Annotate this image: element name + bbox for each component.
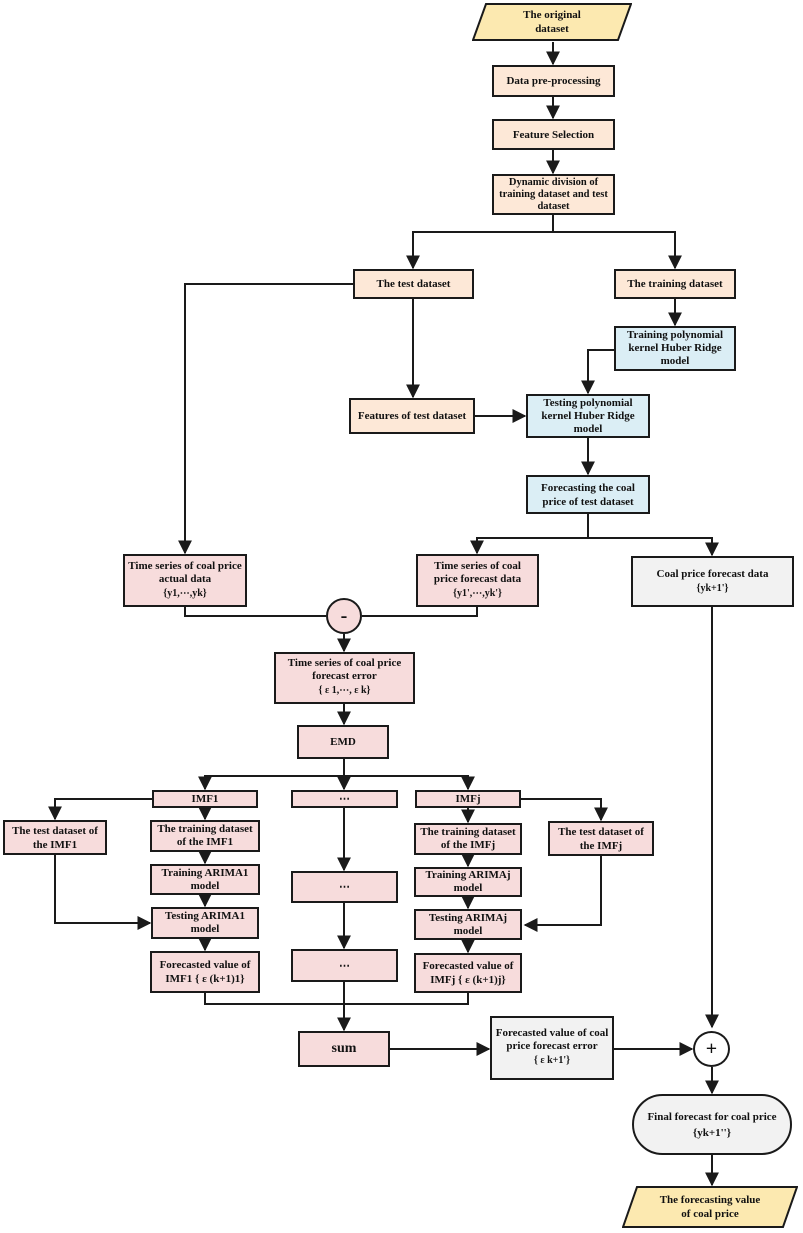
final-forecast-node: Final forecast for coal price {yk+1''} <box>632 1094 792 1155</box>
forecasting-value-node: The forecasting value of coal price <box>622 1186 798 1228</box>
dots-low-node: ⋯ <box>291 949 398 982</box>
edge-forecast1-merge <box>204 993 344 1005</box>
imfj-node: IMFj <box>415 790 521 808</box>
ts-error-node: Time series of coal price forecast error… <box>274 652 415 704</box>
features-test-label: Features of test dataset <box>357 410 467 422</box>
dynamic-division-node: Dynamic division of training dataset and… <box>492 174 615 215</box>
forecasting-coal-node: Forecasting the coal price of test datas… <box>526 475 650 514</box>
imf1-label: IMF1 <box>191 793 219 805</box>
emd-node: EMD <box>297 725 389 759</box>
training-model-label: Training polynomial kernel Huber Ridge m… <box>626 329 724 367</box>
edge-imf1-to-test1 <box>48 798 152 821</box>
forecasted-imf1-label: Forecasted value of IMF1 { ε (k+1)1} <box>159 959 251 985</box>
minus-junction: - <box>326 598 362 634</box>
feature-selection-node: Feature Selection <box>492 119 615 150</box>
data-preprocessing-label: Data pre-processing <box>506 75 601 87</box>
testing-arimaj-label: Testing ARIMAj model <box>428 911 508 937</box>
edge-imfj-to-testj <box>521 798 608 822</box>
final-forecast-label: Final forecast for coal price <box>647 1110 777 1123</box>
edge-split-to-training <box>553 231 682 270</box>
test-imfj-label: The test dataset of the IMFj <box>558 825 644 852</box>
ts-forecast-node: Time series of coal price forecast data … <box>416 554 539 607</box>
training-arima1-node: Training ARIMA1 model <box>150 864 260 895</box>
original-dataset-node: The original dataset <box>472 3 632 41</box>
sum-label: sum <box>331 1041 357 1056</box>
training-model-node: Training polynomial kernel Huber Ridge m… <box>614 326 736 371</box>
edge-split-to-coaldata <box>588 537 719 557</box>
imfj-label: IMFj <box>455 793 481 805</box>
minus-symbol: - <box>340 605 348 627</box>
forecasting-coal-label: Forecasting the coal price of test datas… <box>541 481 635 508</box>
ts-forecast-label: Time series of coal price forecast data <box>433 559 522 585</box>
dots-top-node: ⋯ <box>291 790 398 808</box>
plus-symbol: + <box>705 1038 718 1060</box>
training-dataset-node: The training dataset <box>614 269 736 299</box>
training-dataset-label: The training dataset <box>627 278 723 290</box>
emd-label: EMD <box>330 736 356 748</box>
imf1-node: IMF1 <box>152 790 258 808</box>
test-dataset-label: The test dataset <box>376 278 451 290</box>
edge-split-to-imfj <box>344 775 475 791</box>
testing-arima1-label: Testing ARIMA1 model <box>165 910 245 935</box>
forecasted-error-node: Forecasted value of coal price forecast … <box>490 1016 614 1080</box>
forecasted-error-sub: { ε k+1'} <box>533 1055 571 1066</box>
edge-split-to-tsforecast <box>470 537 588 555</box>
edge-forecast-to-minus <box>362 607 478 617</box>
edge-test-to-actual <box>178 283 353 555</box>
dots-low-label: ⋯ <box>339 959 350 972</box>
train-imf1-node: The training dataset of the IMF1 <box>150 820 260 852</box>
dots-mid-node: ⋯ <box>291 871 398 903</box>
train-imf1-label: The training dataset of the IMF1 <box>157 823 253 848</box>
forecasting-value-label: The forecasting value of coal price <box>659 1194 761 1220</box>
training-arimaj-label: Training ARIMAj model <box>425 869 511 894</box>
dots-mid-label: ⋯ <box>339 881 350 893</box>
edge-split-to-imf1 <box>198 775 344 791</box>
train-imfj-label: The training dataset of the IMFj <box>420 826 516 851</box>
original-dataset-label: The original dataset <box>523 9 581 35</box>
plus-junction: + <box>693 1031 730 1067</box>
forecasted-error-label: Forecasted value of coal price forecast … <box>495 1027 609 1052</box>
ts-actual-sub: {y1,⋯,yk} <box>163 587 207 599</box>
testing-model-node: Testing polynomial kernel Huber Ridge mo… <box>526 394 650 438</box>
training-arimaj-node: Training ARIMAj model <box>414 867 522 897</box>
data-preprocessing-node: Data pre-processing <box>492 65 615 97</box>
sum-node: sum <box>298 1031 390 1067</box>
ts-actual-node: Time series of coal price actual data {y… <box>123 554 247 607</box>
testing-model-label: Testing polynomial kernel Huber Ridge mo… <box>541 396 635 435</box>
test-imfj-node: The test dataset of the IMFj <box>548 821 654 856</box>
test-imf1-label: The test dataset of the IMF1 <box>12 824 98 851</box>
final-forecast-sub: {yk+1''} <box>692 1126 732 1139</box>
training-arima1-label: Training ARIMA1 model <box>161 866 249 892</box>
train-imfj-node: The training dataset of the IMFj <box>414 823 522 855</box>
forecasting-value-shape <box>622 1186 798 1228</box>
edge-trainmodel-to-testmodel <box>581 349 614 395</box>
edge-split-to-test <box>406 231 553 270</box>
feature-selection-label: Feature Selection <box>512 128 595 141</box>
ts-forecast-sub: {y1',⋯,yk'} <box>453 587 502 599</box>
forecasted-imfj-label: Forecasted value of IMFj { ε (k+1)j} <box>422 960 514 986</box>
coal-forecast-data-node: Coal price forecast data {yk+1'} <box>631 556 794 607</box>
edge-test1-to-test-arima1 <box>54 855 152 930</box>
ts-error-label: Time series of coal price forecast error <box>287 657 402 682</box>
dynamic-division-label: Dynamic division of training dataset and… <box>499 176 608 212</box>
test-imf1-node: The test dataset of the IMF1 <box>3 820 107 855</box>
testing-arimaj-node: Testing ARIMAj model <box>414 909 522 940</box>
original-dataset-shape <box>472 3 632 41</box>
ts-error-sub: { ε 1,⋯, ε k} <box>318 685 371 696</box>
testing-arima1-node: Testing ARIMA1 model <box>151 907 259 939</box>
coal-forecast-data-label: Coal price forecast data <box>656 567 769 580</box>
edge-forecastj-merge <box>344 993 469 1005</box>
edge-actual-to-minus <box>184 607 326 617</box>
test-dataset-node: The test dataset <box>353 269 474 299</box>
dots-top-label: ⋯ <box>339 793 350 805</box>
features-test-node: Features of test dataset <box>349 398 475 434</box>
forecasted-imf1-node: Forecasted value of IMF1 { ε (k+1)1} <box>150 951 260 993</box>
coal-forecast-data-sub: {yk+1'} <box>696 582 729 594</box>
edge-testj-to-test-arimaj <box>523 856 602 932</box>
forecasted-imfj-node: Forecasted value of IMFj { ε (k+1)j} <box>414 953 522 993</box>
ts-actual-label: Time series of coal price actual data <box>128 559 242 585</box>
